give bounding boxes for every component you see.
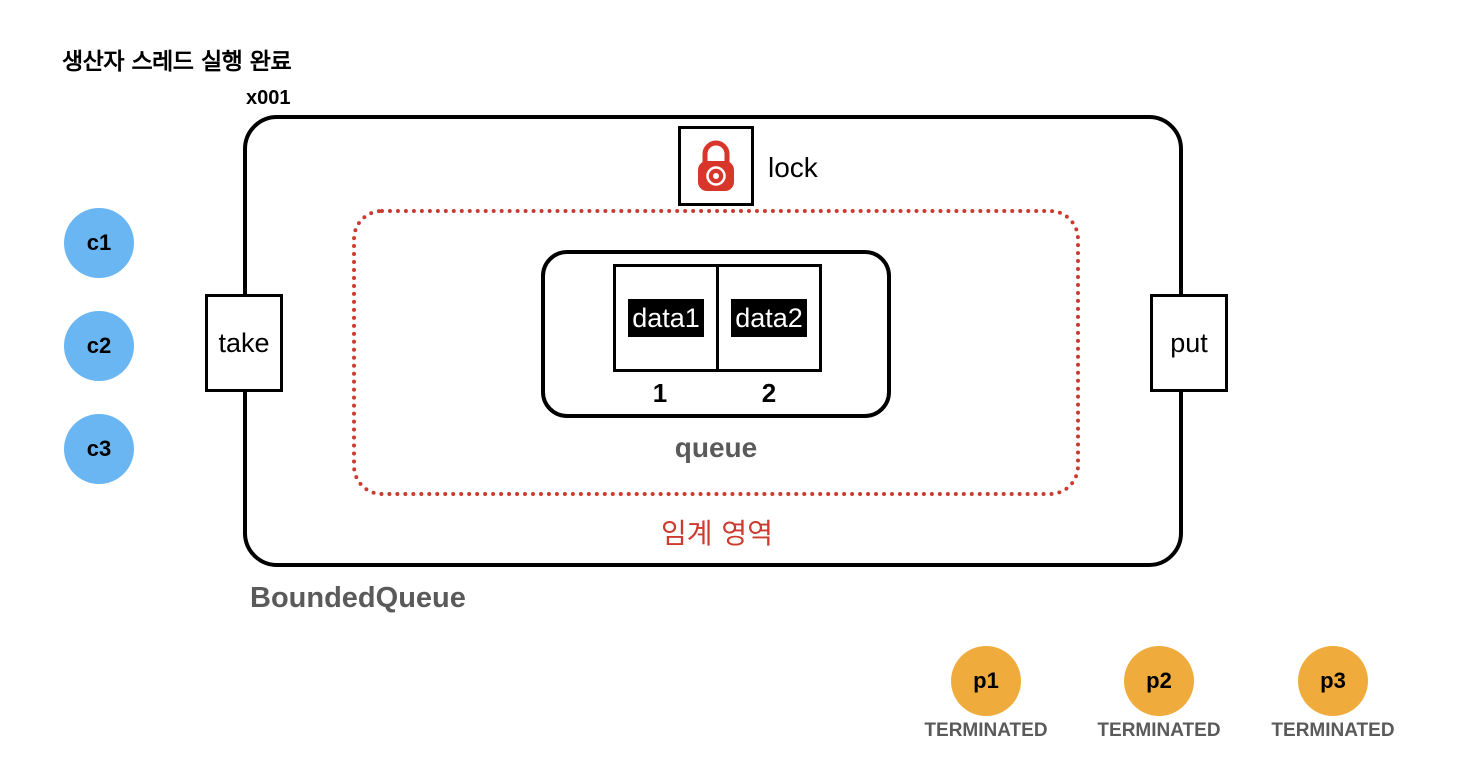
padlock-icon xyxy=(698,140,734,191)
consumer-name: c3 xyxy=(86,436,112,461)
queue-slot: data2 xyxy=(716,264,822,372)
instance-address: x001 xyxy=(246,87,291,109)
lock-box xyxy=(678,126,754,206)
producer-state: TERMINATED xyxy=(1271,720,1395,741)
queue-slot: data1 xyxy=(613,264,719,372)
producer-thread: p1 xyxy=(951,646,1021,716)
slot-index: 1 xyxy=(652,378,668,408)
consumer-thread: c3 xyxy=(64,414,134,484)
slot-index: 2 xyxy=(761,378,777,408)
lock-label: lock xyxy=(768,152,818,183)
consumer-name: c1 xyxy=(86,230,112,255)
producer-name: p3 xyxy=(1320,668,1346,693)
producer-state: TERMINATED xyxy=(924,720,1048,741)
producer-name: p2 xyxy=(1146,668,1172,693)
producer-name: p1 xyxy=(973,668,999,693)
producer-state: TERMINATED xyxy=(1097,720,1221,741)
consumer-thread: c1 xyxy=(64,208,134,278)
bounded-queue-label: BoundedQueue xyxy=(250,582,466,614)
queue-item: data2 xyxy=(731,299,807,337)
consumer-thread: c2 xyxy=(64,311,134,381)
diagram-title: 생산자 스레드 실행 완료 xyxy=(62,49,292,75)
take-method-box: take xyxy=(205,294,283,392)
queue-item: data1 xyxy=(628,299,704,337)
consumer-name: c2 xyxy=(86,333,112,358)
take-label: take xyxy=(218,327,270,358)
queue-label: queue xyxy=(674,432,758,463)
producer-thread: p2 xyxy=(1124,646,1194,716)
critical-section-label: 임계 영역 xyxy=(661,517,773,550)
put-method-box: put xyxy=(1150,294,1228,392)
put-label: put xyxy=(1170,327,1208,358)
producer-thread: p3 xyxy=(1298,646,1368,716)
queue-box xyxy=(541,250,891,418)
critical-section-boundary xyxy=(352,209,1080,496)
